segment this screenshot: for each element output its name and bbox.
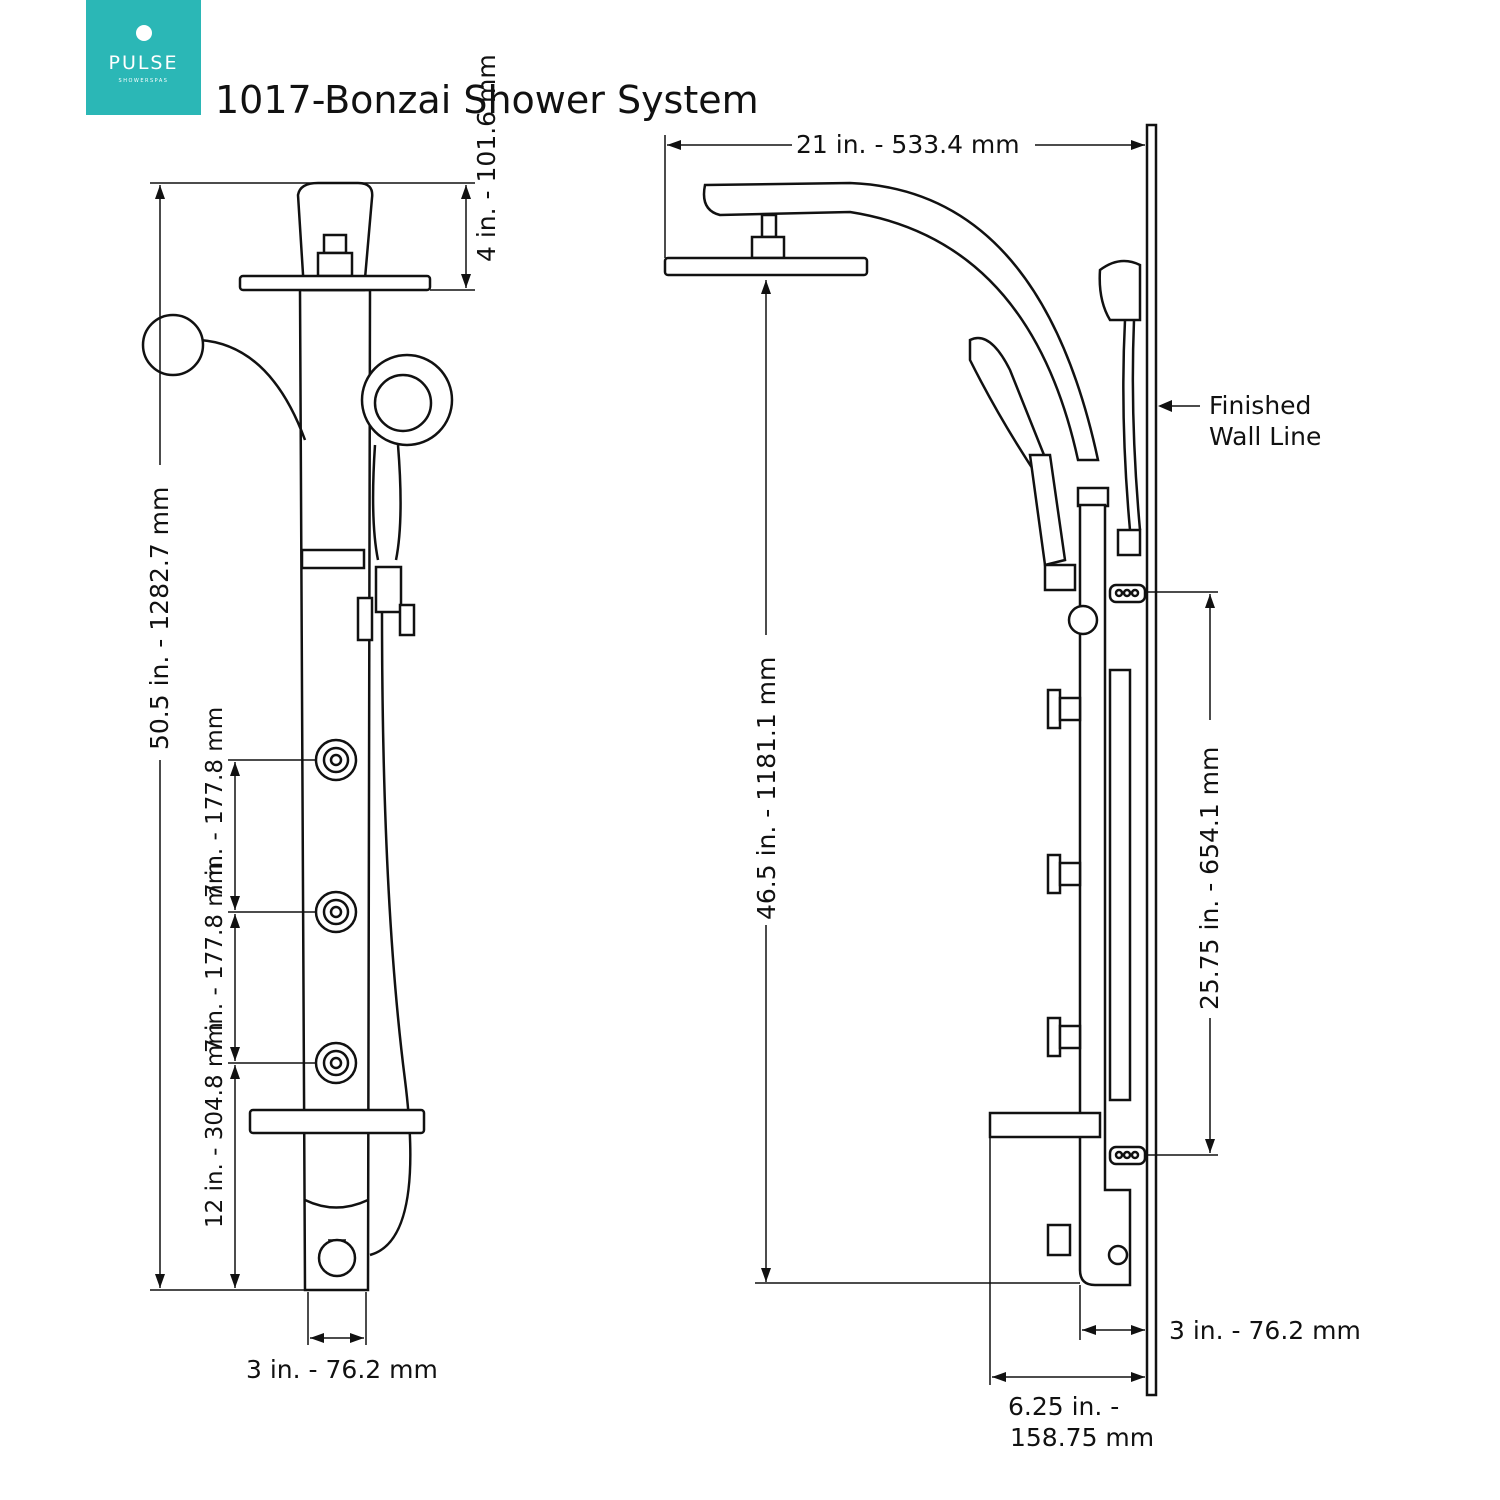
diverter-knob — [317, 1238, 357, 1278]
shelf-side — [988, 1111, 1102, 1139]
total-depth-label-1: 6.25 in. - — [1008, 1392, 1119, 1421]
shelf — [248, 1108, 426, 1135]
front-panel-body — [298, 288, 372, 1292]
overall-height-label: 50.5 in. - 1282.7 mm — [145, 487, 174, 750]
panel-bottom-curve — [304, 1198, 369, 1209]
arm-connector — [322, 233, 348, 255]
shower-head-logo-icon — [136, 25, 152, 41]
page-title: 1017-Bonzai Shower System — [215, 78, 759, 122]
arm-collar — [1076, 486, 1110, 508]
arm-reach-label: 21 in. - 533.4 mm — [796, 130, 1020, 159]
diverter-side — [1046, 1223, 1072, 1257]
dimension-arrowheads — [155, 140, 1215, 1382]
logo-tagline: SHOWERSPAS — [118, 78, 169, 84]
hand-shower-handle-side — [1028, 453, 1067, 567]
total-depth-label-2: 158.75 mm — [1010, 1423, 1154, 1452]
rain-head-front — [238, 274, 432, 292]
slide-bar-clamp — [300, 548, 366, 570]
side-view: 21 in. - 533.4 mm 46.5 in. - 1181.1 mm 2… — [663, 123, 1361, 1452]
pulse-logo: PULSE SHOWERSPAS — [86, 0, 201, 115]
wall-line-label-1: Finished — [1209, 391, 1311, 420]
holder-side — [1043, 563, 1077, 592]
rain-head-side — [663, 256, 869, 277]
body-jets-side — [1046, 688, 1082, 1058]
hose-to-ball — [199, 338, 307, 441]
hand-shower-holder — [374, 565, 403, 614]
head-height-label: 4 in. - 101.6 mm — [472, 54, 501, 262]
holder-knob-left — [356, 596, 374, 642]
ball-joint — [141, 313, 205, 377]
panel-width-label: 3 in. - 76.2 mm — [246, 1355, 438, 1384]
finished-wall — [1145, 123, 1158, 1397]
arm-drop — [760, 213, 778, 239]
arm-connector-base — [316, 251, 354, 278]
hose-elbow — [1116, 528, 1142, 557]
holder-knob-right — [398, 603, 416, 637]
hose-side — [1122, 319, 1142, 531]
head-swivel — [750, 235, 786, 260]
knob-side — [1107, 1244, 1129, 1266]
front-view: 50.5 in. - 1282.7 mm 4 in. - 101.6 mm 7 … — [141, 54, 501, 1384]
jet-zone-label: 25.75 in. - 654.1 mm — [1195, 747, 1224, 1010]
wall-hose-connector — [1098, 259, 1142, 322]
jet-spacing-label-2: 7 in. - 177.8 mm — [202, 862, 228, 1053]
head-to-bottom-label: 46.5 in. - 1181.1 mm — [752, 657, 781, 920]
side-panel-body — [1078, 503, 1132, 1287]
holder-knob-side — [1067, 604, 1099, 636]
side-panel-trim — [1108, 668, 1132, 1102]
logo-brand: PULSE — [108, 52, 179, 74]
body-jets — [314, 738, 358, 1085]
panel-depth-label: 3 in. - 76.2 mm — [1169, 1316, 1361, 1345]
jet-spacing-label-1: 7 in. - 177.8 mm — [202, 707, 228, 898]
wall-line-label-2: Wall Line — [1209, 422, 1321, 451]
hose — [369, 611, 412, 1257]
hand-shower-handle — [371, 444, 402, 561]
hand-shower-face — [373, 373, 433, 433]
shower-arm — [702, 181, 1100, 462]
bottom-jet-height-label: 12 in. - 304.8 mm — [202, 1022, 228, 1228]
